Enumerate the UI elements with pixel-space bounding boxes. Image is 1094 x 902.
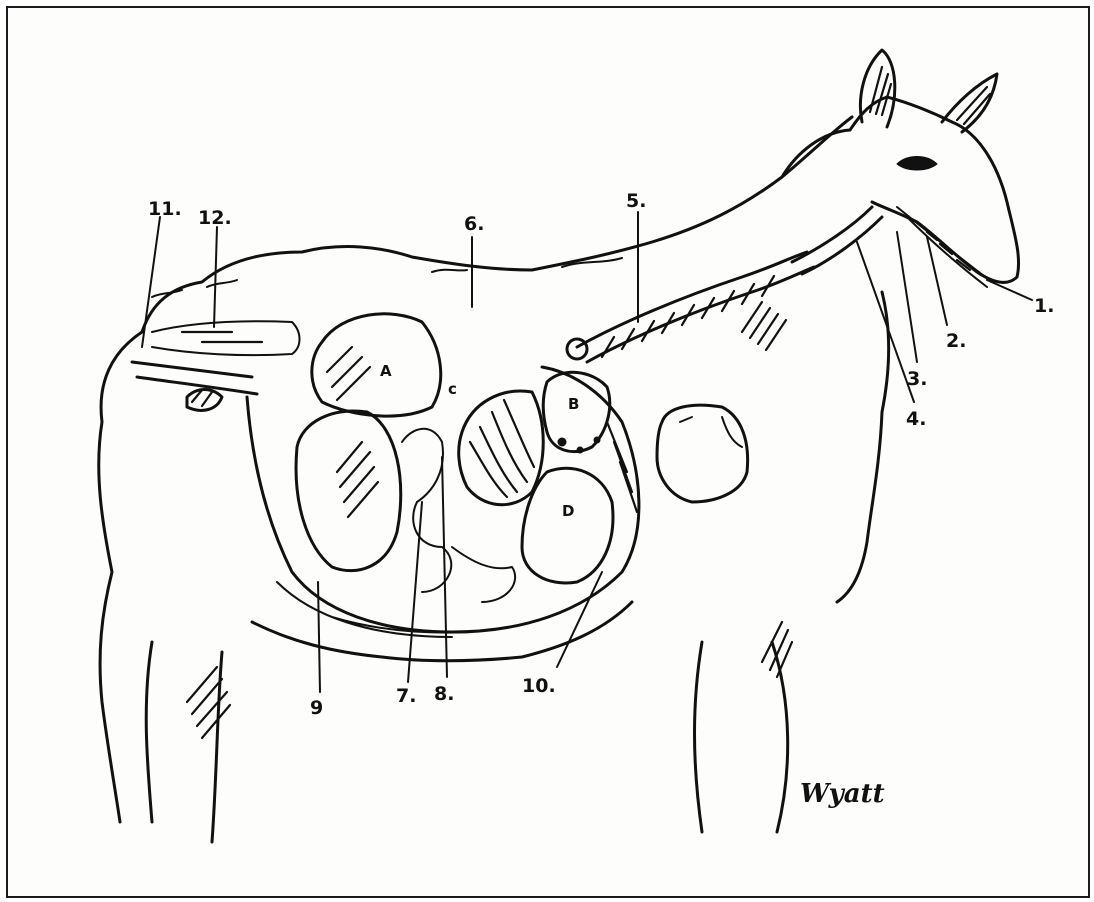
sheep-anatomy-drawing: 1. 2. 3. 4. 5. 6. 7. 8. 9 10. 11. 12. A … (8, 8, 1092, 900)
sheep-chest-outline (837, 292, 889, 602)
label-2: 2. (946, 330, 966, 352)
label-5: 5. (626, 190, 646, 212)
oesophagus-opening (567, 339, 587, 359)
abomasum (522, 468, 613, 583)
sheep-body-outline (99, 332, 142, 822)
label-4: 4. (906, 408, 926, 430)
omasum (459, 391, 544, 505)
label-10: 10. (522, 675, 556, 697)
label-3: 3. (907, 368, 927, 390)
kidney-region (152, 321, 300, 355)
rumen-dorsal-sac (312, 314, 441, 416)
diagram-frame: 1. 2. 3. 4. 5. 6. 7. 8. 9 10. 11. 12. A … (6, 6, 1090, 898)
label-12: 12. (198, 207, 232, 229)
artist-signature: Wyatt (800, 779, 885, 809)
label-9: 9 (310, 697, 323, 719)
oesophagus-neck (577, 252, 807, 347)
label-C: c (448, 380, 457, 398)
label-B: B (568, 395, 579, 413)
rumen-ventral-sac (296, 411, 401, 571)
label-11: 11. (148, 198, 182, 220)
sheep-ear-right (942, 74, 997, 132)
label-6: 6. (464, 213, 484, 235)
oesophagus (792, 207, 882, 274)
front-leg (695, 642, 788, 832)
heart (657, 405, 748, 502)
label-D: D (562, 502, 574, 520)
trachea-neck (587, 267, 814, 362)
sheep-head-outline (872, 97, 1019, 282)
rectum (132, 362, 257, 394)
label-8: 8. (434, 683, 454, 705)
label-1: 1. (1034, 295, 1054, 317)
label-7: 7. (396, 685, 416, 707)
sheep-eye (897, 157, 937, 171)
hind-leg (146, 642, 222, 842)
label-A: A (380, 362, 392, 380)
anal-region (187, 390, 222, 411)
leader-lines (142, 212, 1032, 692)
